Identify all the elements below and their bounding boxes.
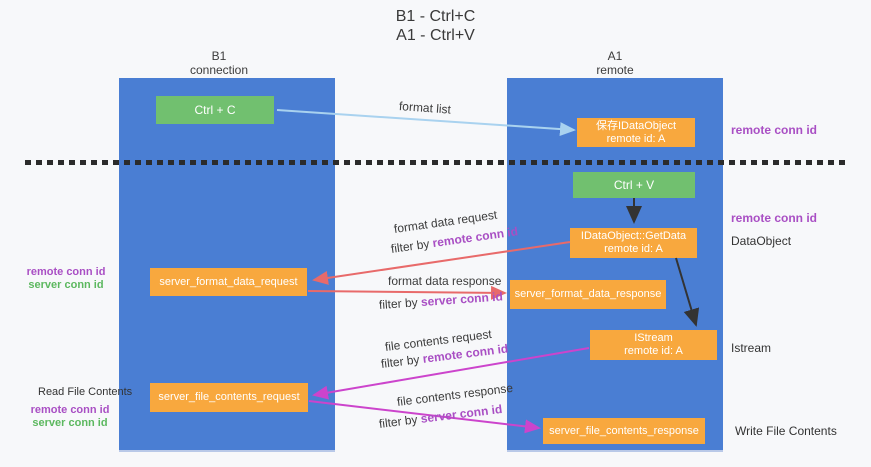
getdata-label: IDataObject::GetData (580, 230, 687, 242)
ctrl-c-label: Ctrl + C (194, 103, 236, 117)
lane-header-a1-remote: A1 remote (507, 49, 723, 77)
file-contents-response-arrow (308, 400, 541, 434)
server-file-contents-request-label: server_file_contents_request (158, 391, 300, 403)
title-line-1: B1 - Ctrl+C (395, 8, 476, 25)
format-data-response-arrow-label: format data response (388, 274, 502, 288)
lane-header-connection: connection (189, 63, 249, 77)
remote-conn-id-mid-label: remote conn id (731, 211, 818, 225)
server-file-contents-response-box: server_file_contents_response (543, 418, 705, 444)
istream-box: IStream remote id: A (590, 330, 717, 360)
lane-header-remote: remote (596, 63, 634, 77)
diagram-title: B1 - Ctrl+C A1 - Ctrl+V (0, 7, 871, 45)
server-format-data-response-label: server_format_data_response (514, 288, 662, 300)
left-conn-id-stack-2: remote conn id server conn id (22, 404, 118, 430)
left-server-conn-id-1: server conn id (28, 279, 104, 291)
filter-by-text-2: filter by (378, 295, 422, 312)
server-file-contents-response-label: server_file_contents_response (549, 424, 699, 437)
left-remote-conn-id-1: remote conn id (26, 266, 106, 278)
left-remote-conn-id-2: remote conn id (30, 404, 110, 416)
lane-header-a1: A1 (607, 49, 623, 63)
save-idataobject-remote-id: remote id: A (606, 132, 666, 145)
lane-header-b1-connection: B1 connection (111, 49, 327, 77)
machine-boundary-dashed-line (25, 160, 845, 165)
server-file-contents-request-box: server_file_contents_request (150, 383, 308, 412)
format-data-request-arrow (312, 241, 571, 285)
dataobject-label: DataObject (731, 234, 792, 248)
lane-header-b1: B1 (211, 49, 227, 63)
getdata-remote-id: remote id: A (604, 243, 663, 255)
istream-remote-id: remote id: A (624, 345, 683, 357)
istream-box-label: IStream (634, 332, 673, 344)
server-format-data-response-box: server_format_data_response (510, 280, 666, 309)
remote-conn-id-top-label: remote conn id (731, 123, 818, 137)
server-format-data-request-box: server_format_data_request (150, 268, 307, 296)
save-idataobject-label: 保存IDataObject (595, 119, 677, 132)
title-line-2: A1 - Ctrl+V (396, 27, 475, 44)
read-file-contents-label: Read File Contents (38, 386, 133, 398)
left-server-conn-id-2: server conn id (32, 417, 108, 429)
format-data-response-arrow (307, 285, 507, 300)
left-conn-id-stack-1: remote conn id server conn id (18, 266, 114, 292)
format-list-arrow (276, 109, 576, 137)
ctrl-v-label: Ctrl + V (613, 178, 655, 192)
write-file-contents-label: Write File Contents (735, 424, 837, 438)
save-idataobject-box: 保存IDataObject remote id: A (577, 118, 695, 147)
idataobject-getdata-box: IDataObject::GetData remote id: A (570, 228, 697, 258)
ctrl-c-box: Ctrl + C (156, 96, 274, 124)
istream-label: Istream (731, 341, 772, 355)
file-contents-request-arrow (312, 347, 590, 400)
ctrl-v-box: Ctrl + V (573, 172, 695, 198)
server-format-data-request-label: server_format_data_request (159, 275, 298, 288)
getdata-to-istream-arrow (675, 257, 700, 327)
